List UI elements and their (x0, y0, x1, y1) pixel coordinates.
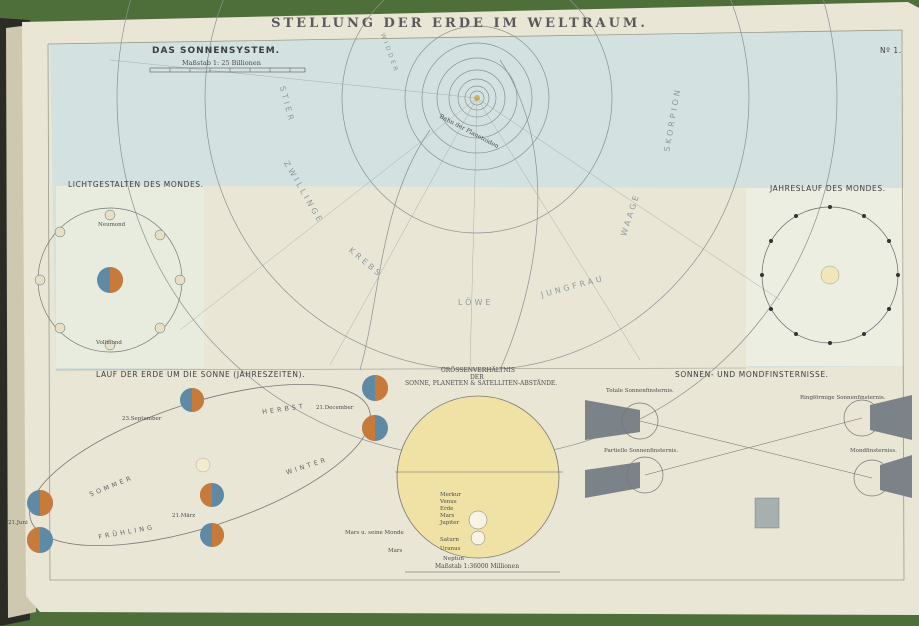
ring-sun-eclipse: Ringförmige Sonnenfinsternis. (800, 395, 886, 401)
sun-size-disc (396, 395, 560, 559)
moon-year-dots (760, 205, 900, 345)
seasons-sun (195, 457, 211, 473)
moon-eclipse: Mondfinsterniss. (850, 448, 897, 454)
planet-5: Saturn (440, 537, 459, 543)
eclipse-diagrams (585, 395, 912, 529)
zodiac-loewe: LÖWE (458, 298, 494, 307)
plate-number: Nº 1. (880, 46, 902, 55)
date-june: 21.Juni (8, 520, 28, 526)
mars-moons-label: Mars u. seine Monde (345, 530, 404, 536)
zodiac-dividers (109, 59, 781, 369)
planet-6: Uranus (440, 546, 461, 552)
planet-7: Neptun (443, 556, 464, 562)
planet-2: Erde (440, 506, 454, 512)
earth-orbit-title: LAUF DER ERDE UM DIE SONNE (JAHRESZEITEN… (96, 370, 306, 379)
section-divider (55, 367, 747, 371)
planet-0: Merkur (440, 492, 462, 498)
earth-orbit-ellipse (29, 383, 371, 547)
map-frame (47, 29, 905, 581)
partial-sun-eclipse: Partielle Sonnenfinsternis. (604, 448, 679, 454)
solar-system-title: DAS SONNENSYSTEM. (152, 46, 281, 56)
moon-phases-title: LICHTGESTALTEN DES MONDES. (68, 180, 204, 189)
season-globes (27, 375, 388, 553)
planet-3: Mars (440, 513, 455, 519)
total-sun-eclipse: Totale Sonnenfinsternis. (606, 388, 674, 394)
eclipses-title: SONNEN- UND MONDFINSTERNISSE. (675, 370, 829, 379)
scale-ticks (169, 68, 291, 72)
sizes-title-1: GRÖSSENVERHÄLTNIS (441, 367, 515, 374)
moon-new-label: Neumond (98, 222, 126, 228)
planet-size-discs (468, 510, 488, 546)
moon-year-sun (820, 265, 840, 285)
planet-4: Jupiter (440, 520, 460, 526)
sizes-scale: Maßstab 1:36000 Millionen (435, 563, 520, 570)
moon-full-label: Vollmond (96, 340, 122, 346)
sizes-title-2: DER (470, 374, 484, 381)
date-december: 21.December (316, 405, 354, 411)
mars-label: Mars (388, 548, 403, 554)
sky-region (50, 30, 904, 370)
date-september: 23.September (122, 416, 162, 422)
date-march: 21.März (172, 513, 196, 519)
moon-phase-discs (34, 209, 186, 351)
sizes-title-3: SONNE, PLANETEN & SATELLITEN-ABSTÄNDE. (405, 380, 558, 387)
solar-system-scale: Maßstab 1: 25 Billionen (182, 59, 261, 67)
earth-center-shade (110, 267, 123, 293)
moon-year-title: JAHRESLAUF DES MONDES. (770, 184, 886, 193)
scale-bar (149, 67, 306, 73)
main-title: STELLUNG DER ERDE IM WELTRAUM. (271, 16, 648, 31)
planet-1: Venus (440, 499, 457, 505)
